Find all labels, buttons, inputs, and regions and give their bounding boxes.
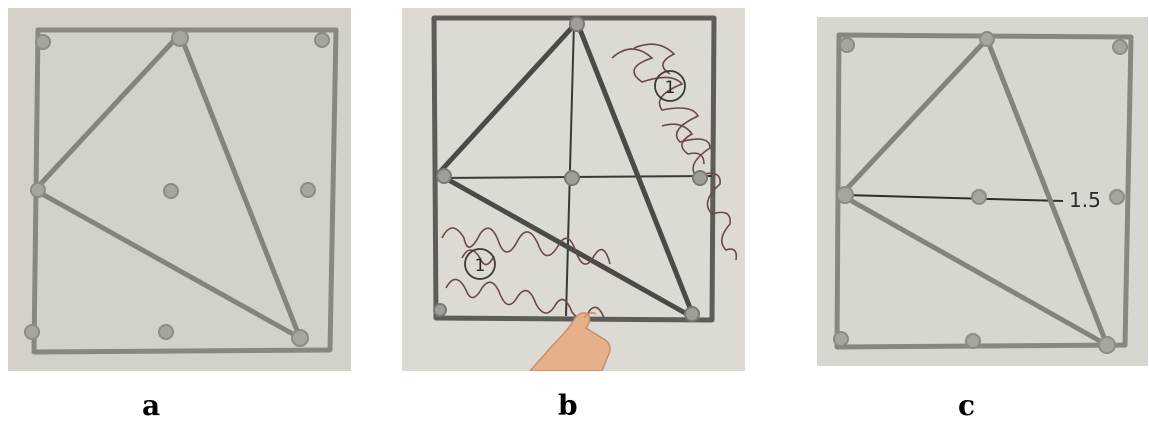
band-outline: [31, 27, 339, 355]
band-outline: [834, 32, 1134, 350]
marker-line: [844, 194, 1064, 202]
peg-set: [833, 31, 1128, 354]
region-label-top: 1: [654, 70, 686, 102]
measurement-label: 1.5: [1069, 188, 1101, 212]
svg-text:1: 1: [665, 78, 676, 98]
peg-set: [433, 16, 708, 322]
band-triangle: [435, 19, 697, 321]
peg-set: [24, 29, 330, 347]
band-triangle: [32, 31, 303, 341]
geoboard-photo-b: 1 1: [402, 8, 745, 371]
shading-scribble-top: [611, 43, 738, 261]
band-outline: [431, 15, 717, 323]
caption-a: a: [142, 389, 161, 422]
svg-text:1: 1: [475, 256, 486, 276]
band-triangle: [838, 36, 1110, 348]
caption-c: c: [958, 389, 976, 422]
geoboard-photo-a: [8, 8, 351, 371]
pointing-hand: [529, 311, 611, 371]
region-label-bottom: 1: [464, 248, 496, 280]
geoboard-photo-c: 1.5: [817, 17, 1148, 366]
caption-b: b: [558, 389, 578, 422]
